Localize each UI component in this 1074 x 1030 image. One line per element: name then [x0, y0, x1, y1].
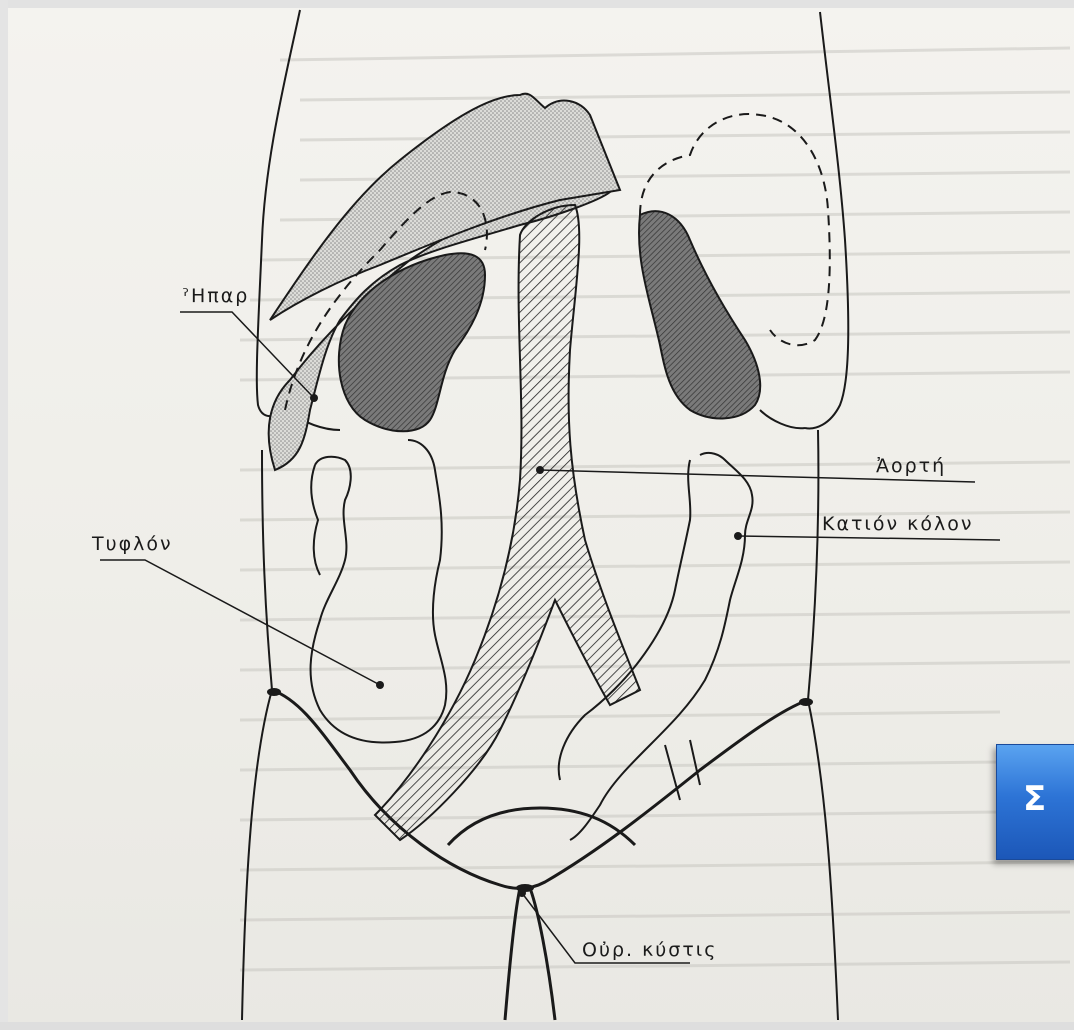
leader-colon — [738, 536, 1000, 540]
right-kidney — [339, 253, 485, 431]
label-descending-colon: Κατιόν κόλον — [822, 513, 973, 535]
label-aorta: Ἀορτή — [876, 455, 946, 477]
slide-nav-button-label: Σ — [1023, 779, 1046, 819]
background-text-lines — [240, 48, 1070, 970]
left-kidney — [639, 211, 760, 418]
label-cecum: Τυφλόν — [91, 533, 173, 555]
label-bladder: Οὐρ. κύστις — [582, 939, 717, 961]
label-liver: ˀΗπαρ — [182, 285, 249, 307]
cecum-shape — [311, 440, 447, 743]
pelvis-outline — [272, 690, 808, 1020]
slide-nav-button[interactable]: Σ — [996, 744, 1074, 860]
